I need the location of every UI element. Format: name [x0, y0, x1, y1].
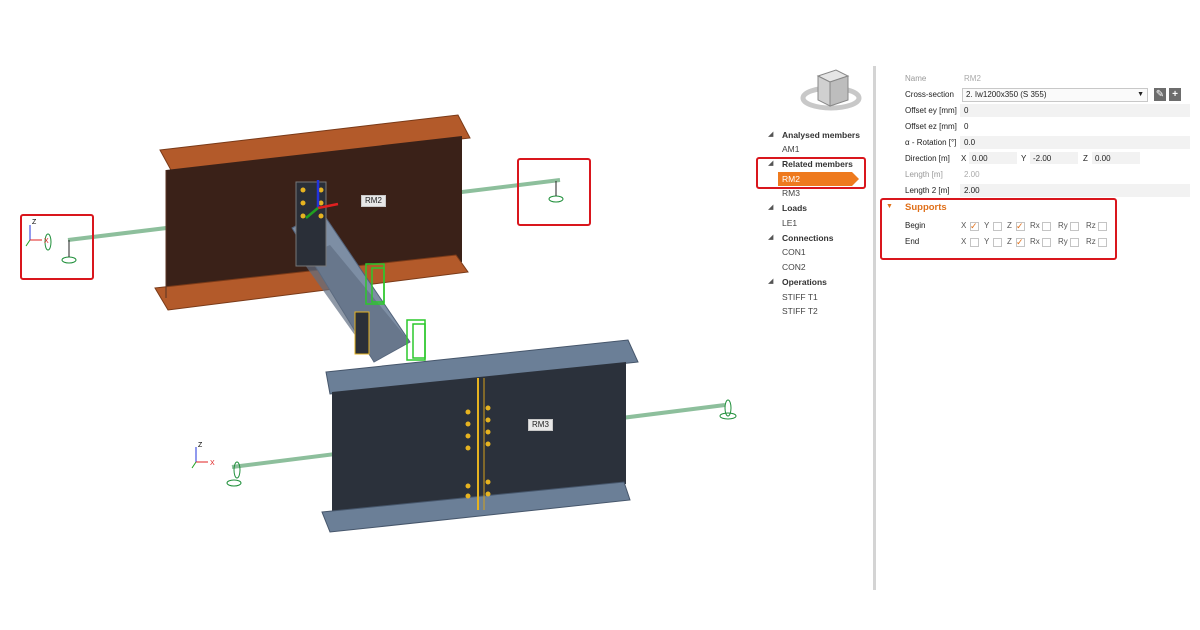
tree-group-connections[interactable]: ◢ Connections	[768, 233, 834, 243]
model-tree: ◢ Analysed members AM1 ◢ Related members…	[756, 60, 872, 360]
prop-row-name: Name RM2	[880, 71, 1200, 86]
view-cube-icon	[800, 69, 862, 111]
prop-row-offset-ez: Offset ez [mm] 0	[880, 119, 1200, 134]
prop-row-length: Length [m] 2.00	[880, 167, 1200, 182]
tree-group-loads[interactable]: ◢ Loads	[768, 203, 808, 213]
chevron-down-icon: ▼	[1137, 91, 1144, 98]
end-z-checkbox[interactable]	[1016, 235, 1025, 249]
expand-arrow-icon[interactable]: ◢	[768, 234, 774, 241]
tree-item-rm2[interactable]: RM2	[778, 172, 859, 186]
pencil-icon: ✎	[1155, 89, 1165, 100]
prop-row-offset-ey: Offset ey [mm] 0	[880, 103, 1200, 118]
highlight-supports	[880, 198, 1117, 260]
rm2-label: RM2	[361, 195, 386, 207]
supports-section-title[interactable]: Supports	[905, 202, 947, 213]
model-scene: Z X Z X	[25, 114, 737, 533]
tree-item-stiff-t2[interactable]: STIFF T2	[782, 306, 818, 316]
begin-y-checkbox[interactable]	[993, 222, 1002, 231]
prop-row-cross-section: Cross-section 2. Iw1200x350 (S 355) ▼ ✎ …	[880, 87, 1200, 102]
prop-row-direction: Direction [m] X 0.00 Y -2.00 Z 0.00	[880, 151, 1200, 166]
expand-arrow-icon[interactable]: ◢	[768, 160, 774, 167]
tree-item-le1[interactable]: LE1	[782, 218, 798, 228]
support-symbols	[44, 181, 737, 487]
global-axis-triad-bottom	[191, 447, 208, 469]
direction-z-input[interactable]: 0.00	[1095, 154, 1111, 163]
edit-cross-section-button[interactable]: ✎	[1154, 88, 1166, 101]
prop-row-rotation: α - Rotation [°] 0.0	[880, 135, 1200, 150]
cross-section-select[interactable]: 2. Iw1200x350 (S 355) ▼	[962, 88, 1148, 102]
highlight-end-support	[517, 158, 591, 226]
tree-item-stiff-t1[interactable]: STIFF T1	[782, 292, 818, 302]
begin-rz-checkbox[interactable]	[1098, 222, 1107, 231]
end-y-checkbox[interactable]	[993, 238, 1002, 247]
rm3-beam[interactable]	[321, 339, 639, 533]
highlight-begin-support	[20, 214, 94, 280]
begin-ry-checkbox[interactable]	[1070, 222, 1079, 231]
3d-viewport[interactable]: Z X Z X RM2 RM3	[0, 0, 760, 630]
tree-item-con2[interactable]: CON2	[782, 262, 806, 272]
direction-y-input[interactable]: -2.00	[1033, 154, 1052, 163]
global-axis-triad-left	[25, 225, 42, 247]
end-x-checkbox[interactable]	[970, 238, 979, 247]
end-ry-checkbox[interactable]	[1070, 238, 1079, 247]
end-rz-checkbox[interactable]	[1098, 238, 1107, 247]
properties-panel: Name RM2 Cross-section 2. Iw1200x350 (S …	[880, 68, 1200, 338]
add-cross-section-button[interactable]: +	[1169, 88, 1181, 101]
axis-x-label-left: X	[44, 238, 49, 245]
rotation-input[interactable]: 0.0	[964, 138, 976, 147]
navigation-cube[interactable]	[800, 66, 862, 116]
begin-rx-checkbox[interactable]	[1042, 222, 1051, 231]
local-axes-gizmo	[305, 180, 339, 219]
rm3-label: RM3	[528, 419, 553, 431]
tree-item-rm3[interactable]: RM3	[782, 188, 800, 198]
begin-z-checkbox[interactable]	[1016, 219, 1025, 233]
tree-group-analysed-members[interactable]: ◢ Analysed members	[768, 130, 860, 140]
expand-arrow-icon[interactable]: ◢	[768, 131, 774, 138]
expand-arrow-icon[interactable]: ◢	[768, 278, 774, 285]
prop-row-length2: Length 2 [m] 2.00	[880, 183, 1200, 198]
supports-row-begin: Begin X Y Z Rx Ry Rz	[880, 219, 1200, 233]
plus-icon: +	[1172, 89, 1178, 100]
offset-ez-input[interactable]: 0	[964, 122, 969, 131]
direction-x-input[interactable]: 0.00	[972, 154, 988, 163]
tree-group-operations[interactable]: ◢ Operations	[768, 277, 827, 287]
collapse-arrow-icon[interactable]: ▼	[886, 203, 893, 210]
length-field: 2.00	[964, 170, 980, 179]
panel-splitter[interactable]	[873, 66, 876, 590]
end-rx-checkbox[interactable]	[1042, 238, 1051, 247]
name-field: RM2	[964, 74, 981, 83]
axis-z-label-bottom: Z	[198, 442, 203, 449]
am1-beam[interactable]	[291, 181, 411, 363]
supports-row-end: End X Y Z Rx Ry Rz	[880, 235, 1200, 249]
tree-group-related-members[interactable]: ◢ Related members	[768, 159, 853, 169]
offset-ey-input[interactable]: 0	[964, 106, 969, 115]
expand-arrow-icon[interactable]: ◢	[768, 204, 774, 211]
begin-x-checkbox[interactable]	[970, 219, 979, 233]
axis-z-label-left: Z	[32, 219, 37, 226]
tree-item-am1[interactable]: AM1	[782, 144, 800, 154]
axis-x-label-bottom: X	[210, 460, 215, 467]
length2-input[interactable]: 2.00	[964, 186, 980, 195]
stiffeners[interactable]	[365, 263, 426, 361]
highlight-related-members	[756, 157, 866, 189]
tree-item-con1[interactable]: CON1	[782, 247, 806, 257]
